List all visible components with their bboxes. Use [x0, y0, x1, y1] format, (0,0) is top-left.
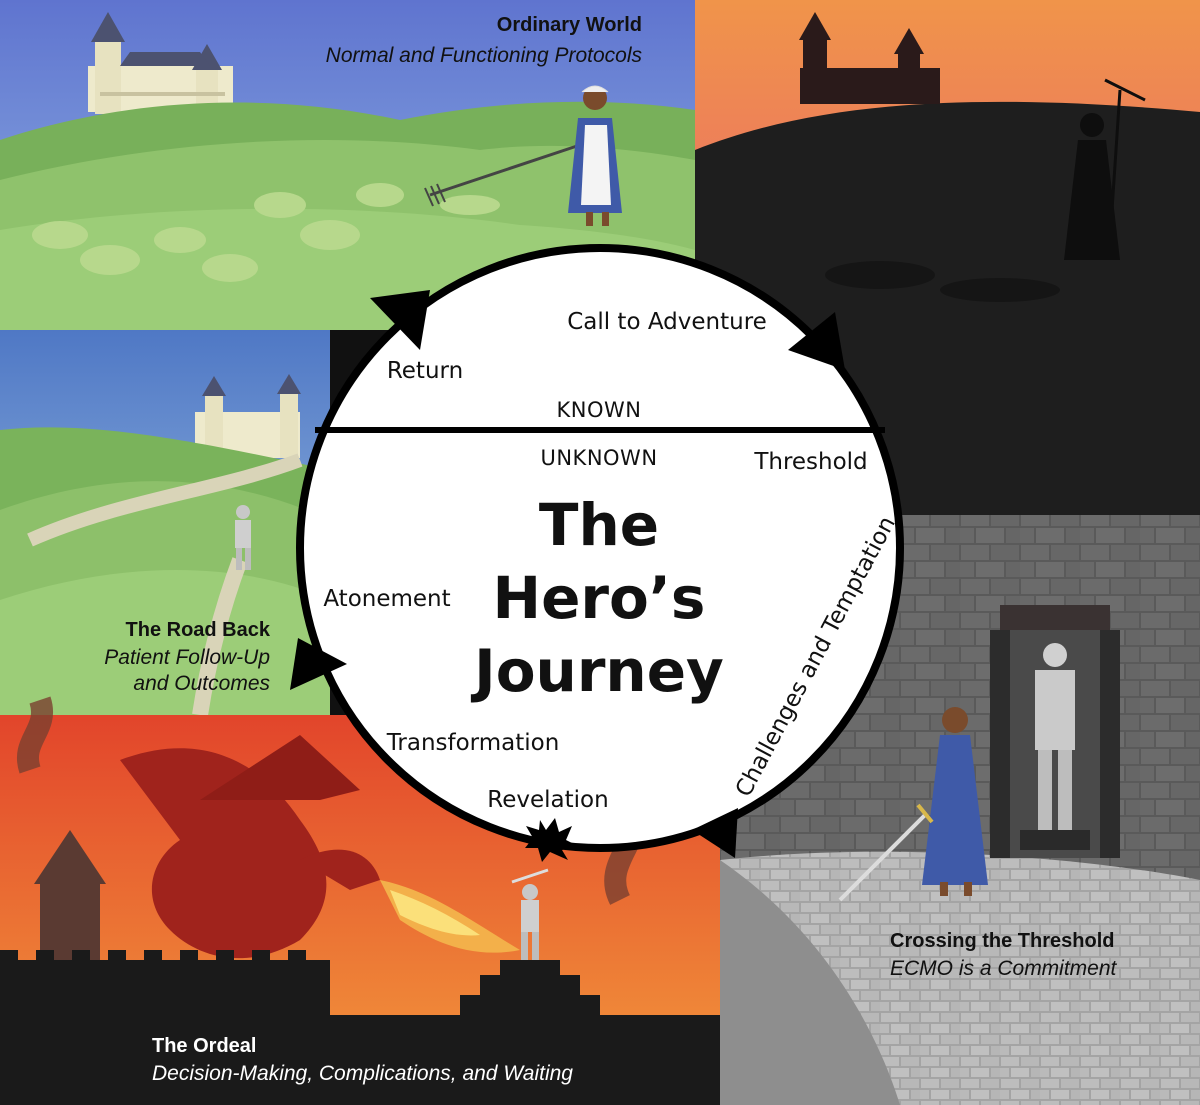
journey-circle: Call to Adventure Return KNOWN UNKNOWN T… [290, 244, 904, 862]
crossing-subtitle: ECMO is a Commitment [890, 957, 1118, 980]
castle-icon [195, 374, 301, 458]
arrowhead-icon [290, 638, 347, 690]
castle-icon [88, 12, 233, 114]
road-back-title: The Road Back [126, 619, 271, 641]
ordeal-subtitle: Decision-Making, Complications, and Wait… [152, 1062, 573, 1085]
ordinary-world-title: Ordinary World [497, 14, 642, 36]
ordeal-title: The Ordeal [152, 1035, 256, 1057]
sword-icon [838, 813, 927, 902]
farmer-icon [424, 85, 622, 226]
revelation-burst-icon [525, 818, 578, 862]
title-line-1: The [539, 491, 659, 559]
road-back-subtitle-line1: Patient Follow-Up [104, 646, 270, 669]
unknown-label: UNKNOWN [540, 446, 657, 470]
castle-icon [799, 12, 940, 104]
stage-threshold: Threshold [753, 449, 867, 475]
stage-atonement: Atonement [323, 586, 450, 612]
panel-ordeal: The Ordeal Decision-Making, Complication… [0, 696, 720, 1105]
knight-icon [1020, 643, 1090, 850]
farmer-icon [1064, 78, 1146, 260]
stage-transformation: Transformation [386, 730, 560, 756]
arrowhead-icon [788, 312, 845, 370]
panel-road-back: The Road Back Patient Follow-Up and Outc… [0, 330, 330, 717]
ordinary-world-subtitle: Normal and Functioning Protocols [326, 44, 643, 67]
dragon-icon [120, 735, 520, 959]
title-line-3: Journey [470, 637, 724, 705]
stage-revelation: Revelation [487, 787, 608, 813]
stage-return: Return [387, 358, 463, 384]
road-back-subtitle-line2: and Outcomes [133, 672, 270, 695]
arrowhead-icon [692, 808, 738, 858]
arrowhead-icon [370, 290, 430, 350]
title-line-2: Hero’s [493, 564, 706, 632]
knight-icon [235, 505, 251, 570]
crossing-title: Crossing the Threshold [890, 930, 1114, 952]
heroine-icon [838, 707, 988, 902]
known-label: KNOWN [557, 398, 642, 422]
knight-icon [511, 868, 549, 960]
stage-call-to-adventure: Call to Adventure [567, 309, 767, 335]
